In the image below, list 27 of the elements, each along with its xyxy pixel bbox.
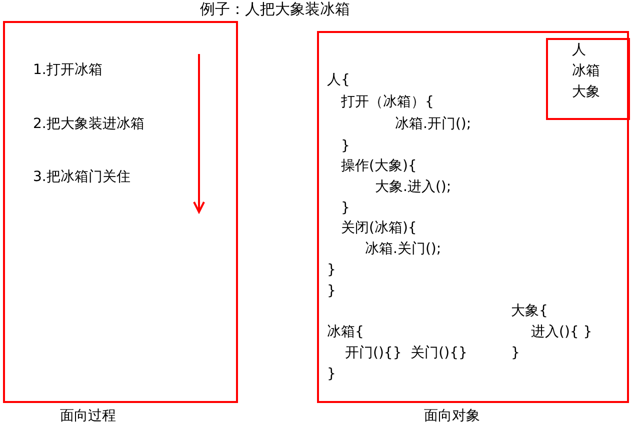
code-line: 大象{ bbox=[511, 302, 548, 320]
code-line: } bbox=[327, 365, 336, 383]
code-line: } bbox=[341, 199, 350, 217]
code-line: 冰箱.开门(); bbox=[395, 115, 472, 133]
panel-label: 面向对象 bbox=[424, 407, 480, 423]
object-name: 冰箱 bbox=[572, 62, 600, 80]
code-line: 操作(大象){ bbox=[341, 157, 417, 175]
code-line: 人{ bbox=[327, 71, 350, 89]
code-line: } bbox=[327, 261, 336, 279]
step-text: 3.把冰箱门关住 bbox=[33, 168, 130, 186]
code-line: } bbox=[327, 282, 336, 300]
title: 例子：人把大象装冰箱 bbox=[200, 0, 350, 18]
panel-label: 面向过程 bbox=[60, 407, 116, 423]
object-list-box bbox=[546, 38, 630, 120]
code-line: } bbox=[511, 344, 520, 362]
object-name: 大象 bbox=[572, 83, 600, 101]
step-text: 1.打开冰箱 bbox=[33, 61, 102, 79]
code-line: 冰箱.关门(); bbox=[365, 240, 442, 258]
code-line: 进入(){ } bbox=[531, 323, 592, 341]
code-line: 开门(){} 关门(){} bbox=[345, 344, 468, 362]
code-line: 关闭(冰箱){ bbox=[341, 219, 417, 237]
object-name: 人 bbox=[572, 41, 586, 59]
step-text: 2.把大象装进冰箱 bbox=[33, 115, 144, 133]
code-line: } bbox=[341, 137, 350, 155]
code-line: 冰箱{ bbox=[327, 323, 364, 341]
code-line: 打开（冰箱）{ bbox=[341, 93, 434, 111]
code-line: 大象.进入(); bbox=[375, 178, 452, 196]
